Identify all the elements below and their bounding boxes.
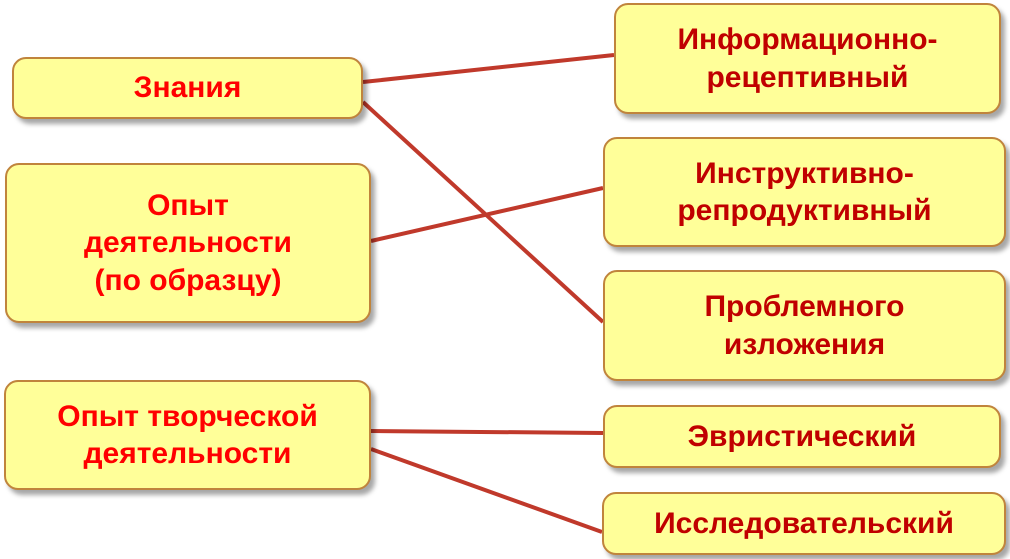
node-problem-presentation: Проблемного изложения [603, 270, 1006, 381]
node-info-receptive-label: Информационно- рецептивный [677, 23, 938, 94]
connector-knowledge-problem [361, 100, 605, 324]
connector-knowledge-info [362, 53, 615, 84]
connector-creative-research [370, 447, 603, 534]
node-knowledge-label: Знания [133, 71, 242, 105]
node-knowledge: Знания [12, 57, 363, 119]
node-instructive-reproductive: Инструктивно- репродуктивный [603, 137, 1006, 247]
node-creative-experience: Опыт творческой деятельности [4, 380, 371, 490]
connector-experience-instr [370, 186, 604, 243]
node-heuristic-label: Эвристический [687, 419, 917, 453]
node-research-label: Исследовательский [654, 506, 954, 540]
node-experience-label: Опыт деятельности (по образцу) [84, 188, 292, 297]
node-problem-presentation-label: Проблемного изложения [704, 290, 905, 361]
connector-creative-heur [370, 429, 604, 435]
node-heuristic: Эвристический [603, 405, 1001, 468]
node-info-receptive: Информационно- рецептивный [614, 3, 1001, 114]
node-research: Исследовательский [602, 492, 1006, 555]
node-creative-experience-label: Опыт творческой деятельности [57, 399, 318, 471]
node-instructive-reproductive-label: Инструктивно- репродуктивный [677, 156, 932, 228]
node-experience: Опыт деятельности (по образцу) [5, 163, 371, 323]
